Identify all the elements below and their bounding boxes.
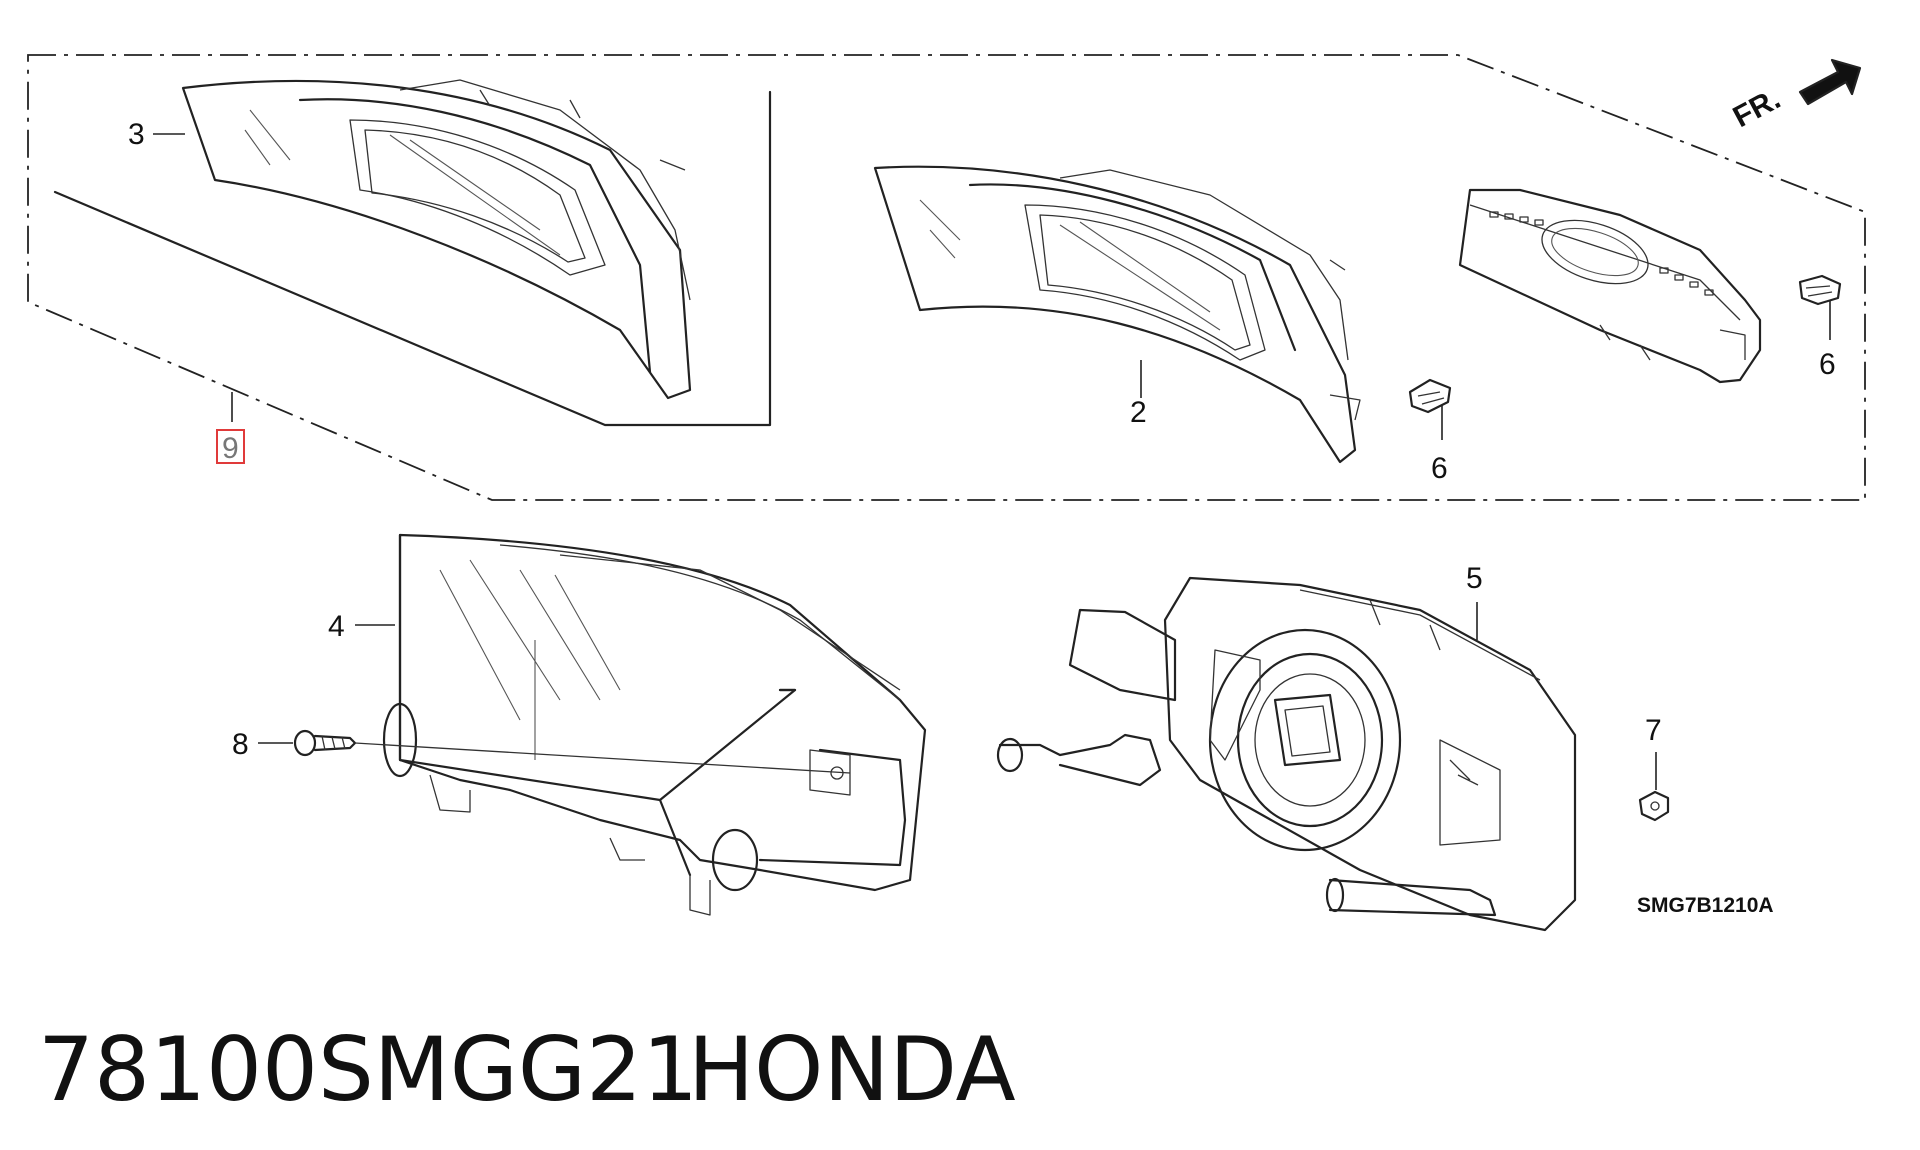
part-number: 78100SMGG21: [38, 1018, 698, 1121]
callout-5: 5: [1466, 562, 1483, 595]
display-module: [1458, 188, 1762, 384]
callout-9: 9: [222, 432, 239, 465]
front-direction-indicator: FR.: [1728, 58, 1862, 134]
meter-lens-part-2: [873, 165, 1361, 464]
diagram-code: SMG7B1210A: [1637, 894, 1774, 917]
callout-6-b: 6: [1819, 348, 1836, 381]
callout-3: 3: [128, 118, 145, 151]
assembly-boundary: [27, 54, 1866, 501]
screw-part-8: [293, 729, 851, 774]
front-direction-label: FR.: [1728, 82, 1786, 134]
meter-visor-part-3: [53, 79, 772, 427]
callout-8: 8: [232, 728, 249, 761]
front-arrow-icon: [1798, 58, 1862, 106]
clip-part-6-b: [1798, 274, 1842, 306]
callout-9-highlight: [216, 429, 245, 464]
brand-name: HONDA: [688, 1018, 1016, 1121]
nut-part-7: [1638, 790, 1670, 822]
callouts: 3 2 6 6 4 5 7 8 9: [128, 118, 1836, 761]
meter-assembly-part-5: [996, 576, 1577, 932]
callout-2: 2: [1130, 396, 1147, 429]
meter-case-part-4: [382, 533, 927, 916]
clip-part-6-a: [1408, 378, 1452, 414]
callout-7: 7: [1645, 714, 1662, 747]
callout-4: 4: [328, 610, 345, 643]
callout-6-a: 6: [1431, 452, 1448, 485]
leader-lines: [153, 133, 1831, 790]
